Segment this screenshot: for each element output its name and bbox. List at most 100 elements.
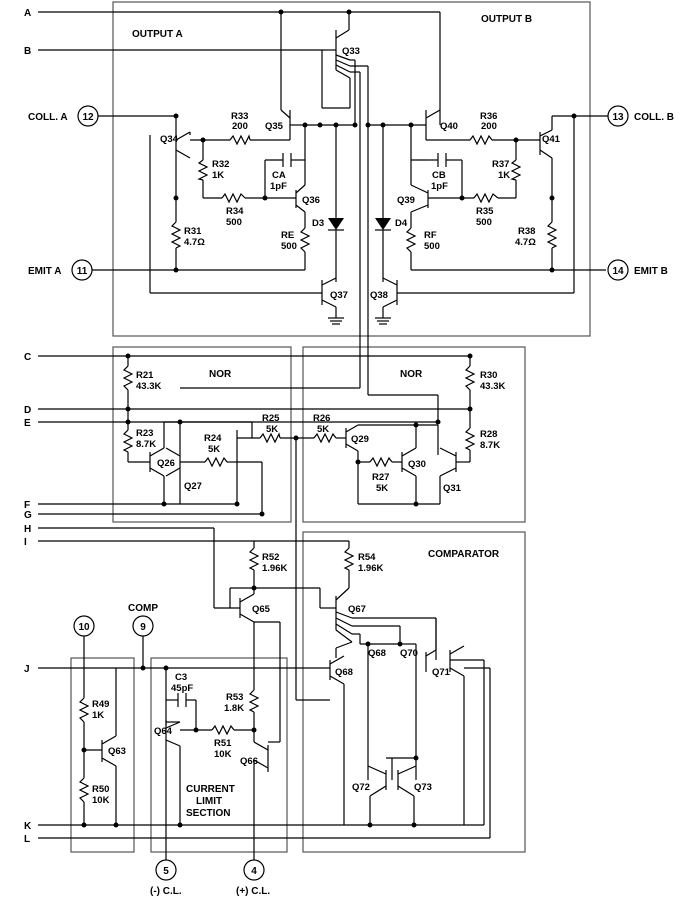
pin-11-number: 11 <box>77 266 88 277</box>
q36-label: Q36 <box>302 195 320 206</box>
r50-label: R50 <box>92 784 109 795</box>
r53-symbol <box>248 689 260 713</box>
r32-value: 1K <box>212 170 224 181</box>
nor-right-box <box>302 346 526 523</box>
signal-h-label: H <box>24 524 31 535</box>
r23-value: 8.7K <box>136 439 156 450</box>
r38-label: R38 <box>518 226 535 237</box>
r54-label: R54 <box>358 552 376 563</box>
r52-symbol <box>248 547 260 571</box>
pin-5-number: 5 <box>163 866 169 877</box>
q73-label: Q73 <box>414 782 432 793</box>
pin-13 <box>607 105 629 127</box>
q35-label: Q35 <box>265 121 284 132</box>
nor-left-title: NOR <box>209 369 232 380</box>
r21-symbol <box>122 365 134 391</box>
comparator-box <box>302 531 526 853</box>
r32-symbol <box>197 159 209 181</box>
current-limit-title-2: LIMIT <box>196 796 222 807</box>
r50-symbol <box>78 777 90 803</box>
r36-label: R36 <box>480 111 497 122</box>
r28-label: R28 <box>480 429 497 440</box>
comparator-junction-dots <box>81 585 419 828</box>
r32-label: R32 <box>212 159 229 170</box>
ca-label: CA <box>272 170 286 181</box>
q31-label: Q31 <box>443 483 462 494</box>
signal-e-label: E <box>24 418 31 429</box>
q33-label: Q33 <box>342 46 360 57</box>
r49-value: 1K <box>92 710 104 721</box>
q30-label: Q30 <box>408 459 426 470</box>
r54-value: 1.96K <box>358 563 383 574</box>
r52-label: R52 <box>262 552 279 563</box>
r25-label: R25 <box>262 413 280 424</box>
r51-symbol <box>211 724 235 736</box>
pin-4-number: 4 <box>251 866 257 877</box>
r53-label: R53 <box>226 692 243 703</box>
q34-label: Q34 <box>160 134 179 145</box>
output-a-title: OUTPUT A <box>132 29 183 40</box>
comp-label: COMP <box>128 603 158 614</box>
r26-value: 5K <box>317 424 329 435</box>
pin-4 <box>243 859 265 881</box>
output-stage-wiring <box>78 12 608 388</box>
output-junction-dots <box>173 9 577 273</box>
current-limit-title-3: SECTION <box>186 808 230 819</box>
r24-label: R24 <box>204 433 222 444</box>
nor-right-title: NOR <box>400 369 423 380</box>
pin-12-number: 12 <box>82 112 94 123</box>
signal-i-label: I <box>24 537 27 548</box>
q66-label: Q66 <box>240 756 258 767</box>
signal-a-label: A <box>24 8 31 19</box>
coll-a-label: COLL. A <box>28 112 68 123</box>
r49-symbol <box>78 697 90 723</box>
d3-label: D3 <box>312 218 324 229</box>
r27-label: R27 <box>372 472 389 483</box>
signal-b-label: B <box>24 46 31 57</box>
comparator-wiring <box>83 528 491 860</box>
r37-label: R37 <box>492 159 509 170</box>
r30-value: 43.3K <box>480 381 505 392</box>
r31-label: R31 <box>184 226 202 237</box>
r26-label: R26 <box>313 413 330 424</box>
r35-label: R35 <box>476 206 494 217</box>
q41-label: Q41 <box>542 134 561 145</box>
r30-label: R30 <box>480 370 497 381</box>
comparator-title: COMPARATOR <box>428 549 500 560</box>
coll-b-label: COLL. B <box>634 112 674 123</box>
signal-f-label: F <box>24 500 30 511</box>
cb-value: 1pF <box>431 181 448 192</box>
r26-symbol <box>313 432 337 444</box>
r28-symbol <box>464 427 476 451</box>
q70-label: Q70 <box>400 648 418 659</box>
r53-value: 1.8K <box>224 703 244 714</box>
left-bias-box <box>70 657 135 853</box>
r54-symbol <box>343 547 355 571</box>
q40-label: Q40 <box>440 121 458 132</box>
r21-label: R21 <box>136 370 154 381</box>
re-symbol <box>299 227 311 253</box>
rf-symbol <box>405 227 417 253</box>
r27-value: 5K <box>376 483 388 494</box>
r35-value: 500 <box>476 217 492 228</box>
r31-symbol <box>170 221 182 249</box>
r28-value: 8.7K <box>480 440 500 451</box>
comparator-passives <box>78 547 355 803</box>
r31-value: 4.7Ω <box>184 237 205 248</box>
r27-symbol <box>369 456 393 468</box>
q37-label: Q37 <box>330 290 348 301</box>
cl-plus-label: (+) C.L. <box>236 886 270 897</box>
r30-symbol <box>464 365 476 391</box>
q65-label: Q65 <box>252 604 271 615</box>
q26-label: Q26 <box>157 458 175 469</box>
rf-label: RF <box>424 230 437 241</box>
r34-symbol <box>221 192 246 204</box>
pin-13-number: 13 <box>612 112 624 123</box>
cl-minus-label: (-) C.L. <box>150 886 182 897</box>
output-section-box <box>112 1 591 337</box>
pin-11 <box>71 259 93 281</box>
pin-9 <box>132 615 154 637</box>
q68-right-label: Q68 <box>368 648 386 659</box>
signal-d-label: D <box>24 405 31 416</box>
signal-k-label: K <box>24 821 32 832</box>
